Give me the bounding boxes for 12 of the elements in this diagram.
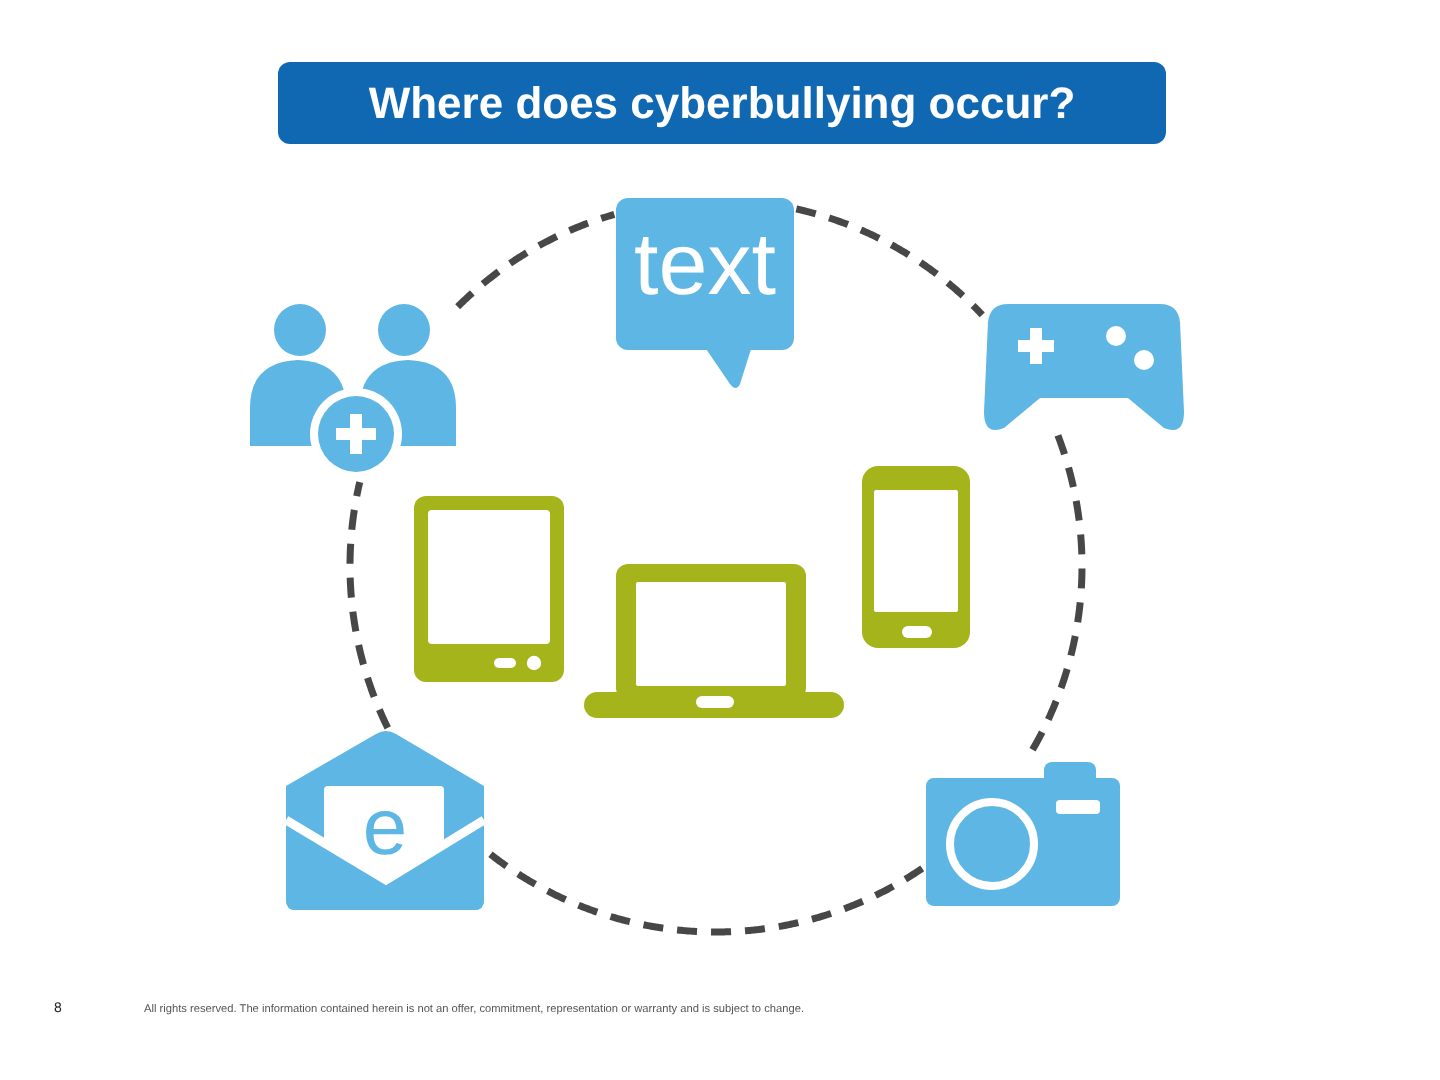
laptop-icon <box>584 564 844 718</box>
dashed-connector <box>455 211 617 310</box>
gamepad-icon <box>984 304 1184 434</box>
tablet-icon <box>414 496 564 682</box>
dashed-connector <box>483 847 925 936</box>
camera-icon <box>924 762 1120 906</box>
dashed-connector <box>346 480 391 730</box>
envelope-text: e <box>362 798 408 858</box>
phone-icon <box>862 466 970 648</box>
dashed-connector <box>794 205 985 318</box>
title-text: Where does cyberbullying occur? <box>368 78 1076 128</box>
bubble-text: text <box>634 222 776 310</box>
